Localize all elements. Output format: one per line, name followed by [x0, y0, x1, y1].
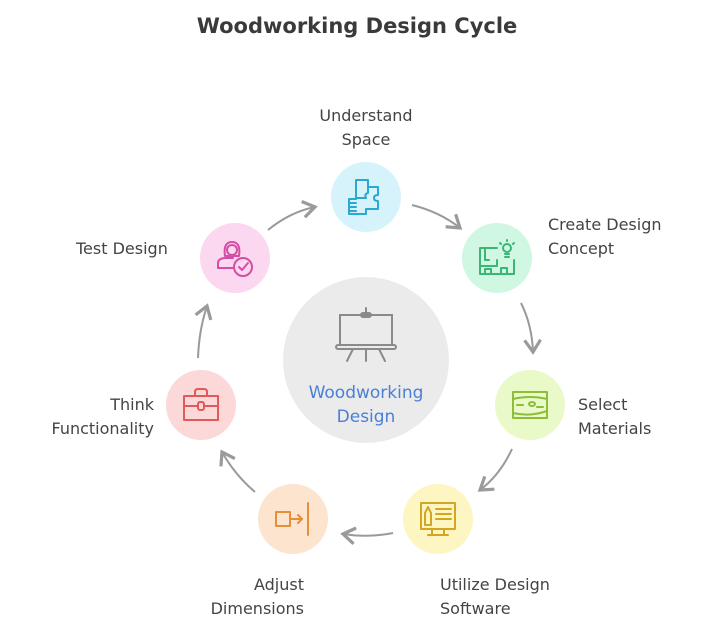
step-test-design [200, 223, 270, 293]
label-line: Space [341, 130, 391, 149]
label-line: Utilize Design [440, 575, 550, 594]
center-label: Woodworking Design [283, 381, 449, 429]
label-line: Software [440, 599, 511, 618]
arrow-6 [194, 303, 213, 359]
label-line: Concept [548, 239, 615, 258]
arrow-7 [267, 200, 318, 231]
label-line: Select [578, 395, 628, 414]
toolbox-icon [183, 388, 219, 421]
step-create-design-concept [462, 223, 532, 293]
center-label-line1: Woodworking [308, 383, 424, 403]
label-line: Materials [578, 419, 652, 438]
blueprint-lightbulb-icon [479, 239, 515, 275]
label-line: Adjust [253, 575, 304, 594]
label-line: Dimensions [210, 599, 304, 618]
step-select-materials [495, 370, 565, 440]
user-check-icon [217, 241, 253, 277]
step-understand-space [331, 162, 401, 232]
arrow-5 [219, 449, 256, 493]
wood-plank-icon [512, 391, 548, 419]
floor-plan-icon [348, 179, 379, 215]
easel-icon [335, 307, 397, 362]
label-line: Understand [319, 106, 413, 125]
arrow-3 [477, 448, 513, 492]
resize-arrow-icon [275, 502, 309, 536]
center-label-line2: Design [336, 407, 396, 427]
step-think-functionality [166, 370, 236, 440]
step-utilize-design-software [403, 484, 473, 554]
arrow-1 [411, 204, 463, 230]
diagram-title: Woodworking Design Cycle [196, 14, 518, 38]
step-adjust-dimensions [258, 484, 328, 554]
label-line: Test Design [76, 239, 168, 258]
step-test-design-label: Test Design [76, 237, 168, 261]
label-line: Think [110, 395, 154, 414]
center-node: Woodworking Design [283, 277, 449, 443]
arrow-4 [340, 526, 394, 545]
design-software-icon [420, 502, 456, 536]
label-line: Create Design [548, 215, 662, 234]
arrow-2 [520, 302, 542, 355]
label-line: Functionality [51, 419, 155, 438]
